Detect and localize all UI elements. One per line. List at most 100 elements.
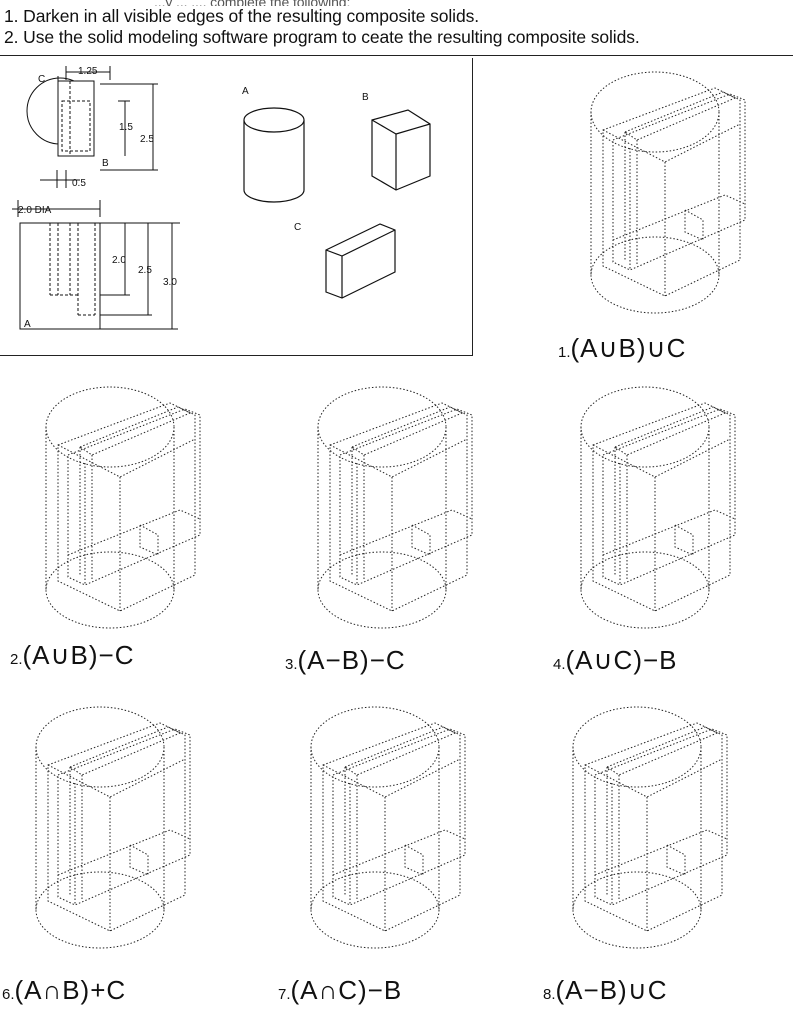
wireframe-edge-0 [35, 706, 165, 788]
wireframe-edge-0 [572, 706, 702, 788]
block-b-top [57, 80, 95, 157]
problem-number-7: 7. [278, 986, 291, 1003]
given-panel [0, 58, 473, 356]
composite-drawing-2 [45, 386, 201, 629]
wireframe-edge-7 [350, 406, 464, 456]
problem-expression-1: (A∪B)∪C [570, 333, 687, 363]
problem-number-4: 4. [553, 656, 566, 673]
wireframe-edge-0 [45, 386, 175, 468]
problem-expression-2: (A∪B)−C [22, 640, 135, 670]
problem-label-1: 1.(A∪B)∪C [558, 333, 686, 364]
header-rule [0, 55, 793, 56]
dim-1-5: 1.5 [119, 122, 133, 133]
wireframe-edge-1 [310, 871, 440, 949]
wireframe-edge-12 [612, 194, 746, 241]
problem-label-8: 8.(A−B)∪C [543, 975, 668, 1006]
composite-drawing-6 [35, 706, 191, 949]
wireframe-edge-1 [572, 871, 702, 949]
wireframe-edge-0 [317, 386, 447, 468]
wireframe-edge-10 [602, 408, 736, 586]
cylinder-a [243, 120, 305, 203]
dim-dia: 2.0 DIA [18, 205, 52, 216]
problem-expression-6: (A∩B)+C [14, 975, 127, 1005]
letter-b-iso: B [362, 92, 369, 103]
wireframe-edge-10 [67, 408, 201, 586]
problem-number-1: 1. [558, 344, 571, 361]
dim-2-5-top: 2.5 [140, 134, 154, 145]
composite-drawing-3 [317, 386, 473, 629]
wireframe-edge-13 [411, 524, 431, 556]
letter-c-iso: C [294, 222, 301, 233]
letter-b-top: B [102, 158, 109, 169]
dim-3-0: 3.0 [163, 277, 177, 288]
wireframe-edge-4 [592, 402, 731, 612]
wireframe-edge-7 [68, 726, 182, 776]
letter-a-iso: A [242, 86, 249, 97]
composite-drawing-4 [580, 386, 736, 629]
instruction-1: 1. Darken in all visible edges of the re… [4, 6, 479, 26]
problem-number-6: 6. [2, 986, 15, 1003]
wireframe-edge-4 [602, 87, 741, 297]
wireframe-edge-1 [45, 551, 175, 629]
wireframe-edge-13 [666, 844, 686, 876]
dim-1-25: 1.25 [78, 66, 98, 77]
isometric-primitives: A B C [242, 86, 431, 299]
wireframe-edge-0 [580, 386, 710, 468]
wireframe-edge-13 [684, 209, 704, 241]
wireframe-edge-1 [590, 236, 720, 314]
problem-label-7: 7.(A∩C)−B [278, 975, 402, 1006]
wireframe-edge-4 [584, 722, 723, 932]
problem-label-6: 6.(A∩B)+C [2, 975, 126, 1006]
wireframe-edge-10 [57, 728, 191, 906]
wireframe-edge-1 [35, 871, 165, 949]
wireframe-edge-4 [47, 722, 186, 932]
letter-c-top: C [38, 74, 45, 85]
top-view-drawing: 1.25 1.5 2.5 0.5 C B [26, 66, 158, 189]
wireframe-edge-12 [67, 509, 201, 556]
wireframe-edge-13 [139, 524, 159, 556]
wireframe-edge-1 [580, 551, 710, 629]
plate-c [325, 223, 396, 299]
wireframe-edge-7 [605, 726, 719, 776]
wireframe-edge-13 [404, 844, 424, 876]
problem-label-4: 4.(A∪C)−B [553, 645, 678, 676]
wireframe-edge-10 [612, 93, 746, 271]
wireframe-edge-12 [602, 509, 736, 556]
problem-number-8: 8. [543, 986, 556, 1003]
composite-drawing-1 [590, 71, 746, 314]
problem-expression-3: (A−B)−C [297, 645, 406, 675]
block-b [371, 109, 431, 191]
instructions: ...y ... ..., complete the following: 1.… [4, 0, 793, 48]
problem-expression-8: (A−B)∪C [555, 975, 668, 1005]
problem-number-3: 3. [285, 656, 298, 673]
dim-0-5: 0.5 [72, 178, 86, 189]
wireframe-edge-10 [332, 728, 466, 906]
wireframe-edge-10 [339, 408, 473, 586]
wireframe-edge-13 [129, 844, 149, 876]
dim-2-0: 2.0 [112, 255, 126, 266]
problem-expression-7: (A∩C)−B [290, 975, 403, 1005]
instruction-2: 2. Use the solid modeling software progr… [4, 27, 640, 47]
wireframe-edge-7 [343, 726, 457, 776]
wireframe-edge-12 [332, 829, 466, 876]
wireframe-edge-13 [674, 524, 694, 556]
composite-drawing-8 [572, 706, 728, 949]
letter-a-front: A [24, 319, 31, 330]
wireframe-edge-7 [623, 91, 737, 141]
front-view-drawing: 2.0 DIA 2.0 2.5 3.0 A [12, 200, 180, 330]
instruction-partial: ...y ... ..., complete the following: [154, 0, 793, 6]
wireframe-edge-7 [613, 406, 727, 456]
wireframe-edge-12 [339, 509, 473, 556]
wireframe-edge-4 [57, 402, 196, 612]
wireframe-edge-4 [322, 722, 461, 932]
wireframe-edge-7 [78, 406, 192, 456]
wireframe-edge-1 [317, 551, 447, 629]
wireframe-edge-10 [594, 728, 728, 906]
cylinder-front-rect [19, 222, 101, 330]
composite-drawing-7 [310, 706, 466, 949]
problem-label-3: 3.(A−B)−C [285, 645, 406, 676]
wireframe-edge-12 [57, 829, 191, 876]
problem-number-2: 2. [10, 651, 23, 668]
problem-label-2: 2.(A∪B)−C [10, 640, 135, 671]
wireframe-edge-0 [310, 706, 440, 788]
